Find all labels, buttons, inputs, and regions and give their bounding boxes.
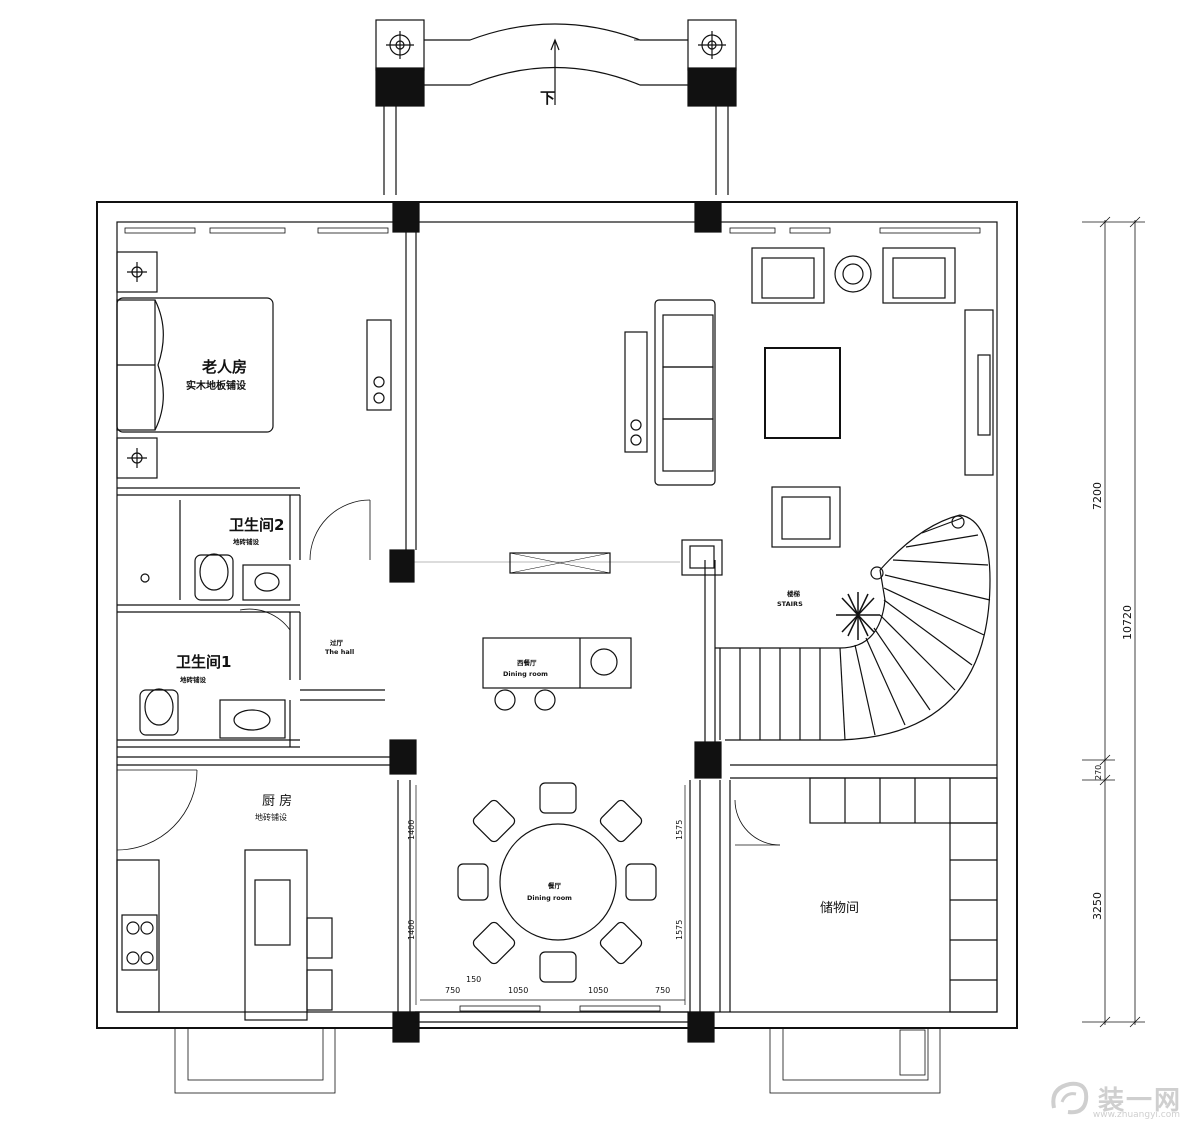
stairs-title-en: STAIRS xyxy=(777,600,803,608)
tv-console xyxy=(964,309,994,476)
western-dining-table xyxy=(482,637,632,711)
elderly-room-title: 老人房 xyxy=(201,358,247,376)
entrance-portico xyxy=(375,19,737,195)
sofa xyxy=(624,299,716,486)
watermark: 装一网 www.zhuangyi.com xyxy=(1048,1078,1182,1120)
dining-room-title-en: Dining room xyxy=(527,894,572,902)
round-dining-table xyxy=(457,782,657,983)
doors xyxy=(116,499,781,851)
dim-upper-segment: 7200 xyxy=(1091,482,1104,510)
watermark-url: www.zhuangyi.com xyxy=(1092,1110,1180,1120)
bathroom-2-fixtures xyxy=(140,500,291,601)
dim-dining-west-top: 1400 xyxy=(407,820,416,840)
hall-console xyxy=(509,552,611,574)
bathroom-2-title: 卫生间2 xyxy=(229,516,284,534)
dim-bottom-left-door: 1050 xyxy=(508,986,528,995)
stairs-title: 楼梯 xyxy=(787,589,801,598)
dim-dining-east-bottom: 1575 xyxy=(675,920,684,940)
kitchen-title: 厨 房 xyxy=(262,793,292,809)
dim-overall-height: 10720 xyxy=(1121,605,1134,640)
side-chair xyxy=(681,539,723,576)
coffee-table xyxy=(764,347,841,439)
spiral-stairs xyxy=(715,514,991,741)
armchairs xyxy=(751,247,956,548)
bathroom-2-floor: 地砖铺设 xyxy=(233,537,260,546)
western-dining-title-en: Dining room xyxy=(503,670,548,678)
dim-middle-segment: 270 xyxy=(1094,765,1103,780)
kitchen-fixtures xyxy=(116,849,333,1021)
bathroom-1-floor: 地砖铺设 xyxy=(180,675,207,684)
bathroom-1-title: 卫生间1 xyxy=(176,653,231,671)
hall-title-en: The hall xyxy=(325,648,354,656)
dim-bottom-right-door: 1050 xyxy=(588,986,608,995)
dimension-chain-dining xyxy=(415,785,686,1005)
elderly-room-floor: 实木地板铺设 xyxy=(186,379,246,392)
dimension-chain-right xyxy=(1082,216,1145,1028)
dim-bottom-left-window: 750 xyxy=(445,986,460,995)
plant xyxy=(836,592,880,640)
dim-dining-west-bottom: 1400 xyxy=(407,920,416,940)
watermark-logo-icon xyxy=(1051,1081,1089,1115)
dim-bottom-right-window: 750 xyxy=(655,986,670,995)
dining-room-title: 餐厅 xyxy=(547,881,562,890)
bed xyxy=(116,297,274,433)
dim-dining-east-top: 1575 xyxy=(675,820,684,840)
interior-walls xyxy=(117,232,997,1023)
nightstands xyxy=(116,251,158,479)
wardrobe xyxy=(366,319,392,411)
dim-lower-segment: 3250 xyxy=(1091,892,1104,920)
windows xyxy=(124,227,981,1094)
storage-title: 储物间 xyxy=(820,901,859,916)
western-dining-title: 西餐厅 xyxy=(517,658,537,667)
storage-shelves xyxy=(809,777,998,1013)
columns xyxy=(389,201,722,1043)
stair-direction-label: 下 xyxy=(540,89,555,107)
dim-bottom-small: 150 xyxy=(466,975,481,984)
bathroom-1-fixtures xyxy=(139,688,286,739)
hall-title: 过厅 xyxy=(330,638,344,647)
kitchen-floor: 地砖铺设 xyxy=(255,812,287,822)
watermark-brand: 装一网 xyxy=(1097,1085,1182,1116)
